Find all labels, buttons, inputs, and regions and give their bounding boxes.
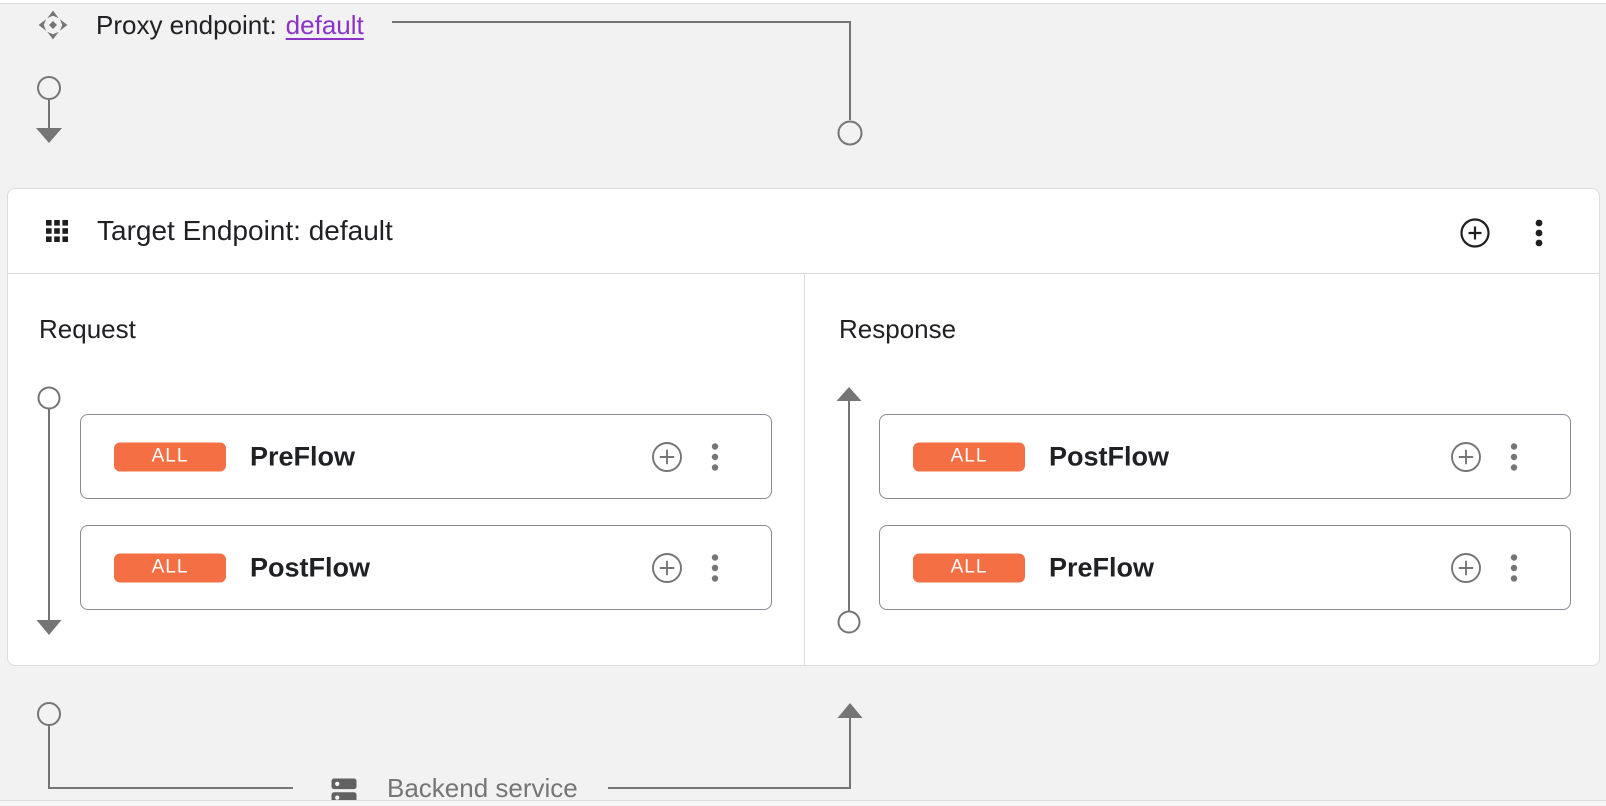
flow-menu-button[interactable] — [699, 441, 731, 473]
proxy-endpoint-icon — [38, 10, 68, 40]
target-endpoint-header: Target Endpoint: default — [8, 189, 1599, 273]
proxy-endpoint-label: Proxy endpoint: default — [96, 8, 364, 42]
flow-name: PostFlow — [1049, 441, 1169, 471]
add-circle-icon — [652, 441, 682, 472]
condition-badge: ALL — [913, 442, 1025, 471]
grid-icon — [46, 220, 68, 242]
flow-menu-button[interactable] — [699, 552, 731, 584]
add-policy-button[interactable] — [1450, 441, 1482, 473]
flow-card-response-preflow[interactable]: ALL PreFlow — [879, 525, 1571, 610]
kebab-menu-icon — [711, 442, 719, 471]
flow-card-request-postflow[interactable]: ALL PostFlow — [80, 525, 772, 610]
request-response-divider — [804, 273, 805, 666]
proxy-endpoint-default-link[interactable]: default — [285, 10, 364, 40]
add-circle-icon — [1451, 552, 1481, 583]
flow-name: PreFlow — [250, 441, 356, 471]
target-endpoint-title: Target Endpoint: default — [97, 215, 393, 246]
top-card-edge — [0, 0, 1606, 4]
add-circle-icon — [1460, 218, 1490, 248]
endpoint-circle-bottom-left — [37, 702, 61, 726]
connector-proxy-to-target — [392, 21, 851, 120]
add-flow-button[interactable] — [1459, 217, 1491, 249]
flow-card-request-preflow[interactable]: ALL PreFlow — [80, 414, 772, 499]
connector-backend-to-response — [608, 718, 851, 789]
flow-name: PostFlow — [250, 552, 370, 582]
endpoint-menu-button[interactable] — [1523, 217, 1555, 249]
add-policy-button[interactable] — [651, 441, 683, 473]
add-policy-button[interactable] — [1450, 552, 1482, 584]
kebab-menu-icon — [1510, 553, 1518, 582]
flow-name: PreFlow — [1049, 552, 1155, 582]
proxy-endpoint-text: Proxy endpoint: — [96, 10, 277, 40]
kebab-menu-icon — [1510, 442, 1518, 471]
add-policy-button[interactable] — [651, 552, 683, 584]
condition-badge: ALL — [913, 553, 1025, 582]
canvas-bottom-edge — [0, 800, 1606, 806]
target-endpoint-card: Target Endpoint: default Request Respons… — [7, 188, 1600, 666]
header-divider — [8, 273, 1599, 274]
condition-badge: ALL — [114, 553, 226, 582]
arrow-down-top-left — [36, 128, 62, 143]
add-circle-icon — [652, 552, 682, 583]
condition-badge: ALL — [114, 442, 226, 471]
flow-card-response-postflow[interactable]: ALL PostFlow — [879, 414, 1571, 499]
flow-menu-button[interactable] — [1498, 552, 1530, 584]
endpoint-circle-top-right — [837, 120, 863, 146]
flow-menu-button[interactable] — [1498, 441, 1530, 473]
endpoint-circle-top-left — [37, 76, 61, 100]
connector-target-to-backend — [48, 725, 293, 789]
request-panel-label: Request — [39, 314, 136, 344]
add-circle-icon — [1451, 441, 1481, 472]
kebab-menu-icon — [711, 553, 719, 582]
backend-service-label: Backend service — [387, 773, 578, 803]
response-panel-label: Response — [839, 314, 957, 344]
arrow-up-bottom-right — [837, 703, 863, 718]
kebab-menu-icon — [1535, 219, 1543, 247]
